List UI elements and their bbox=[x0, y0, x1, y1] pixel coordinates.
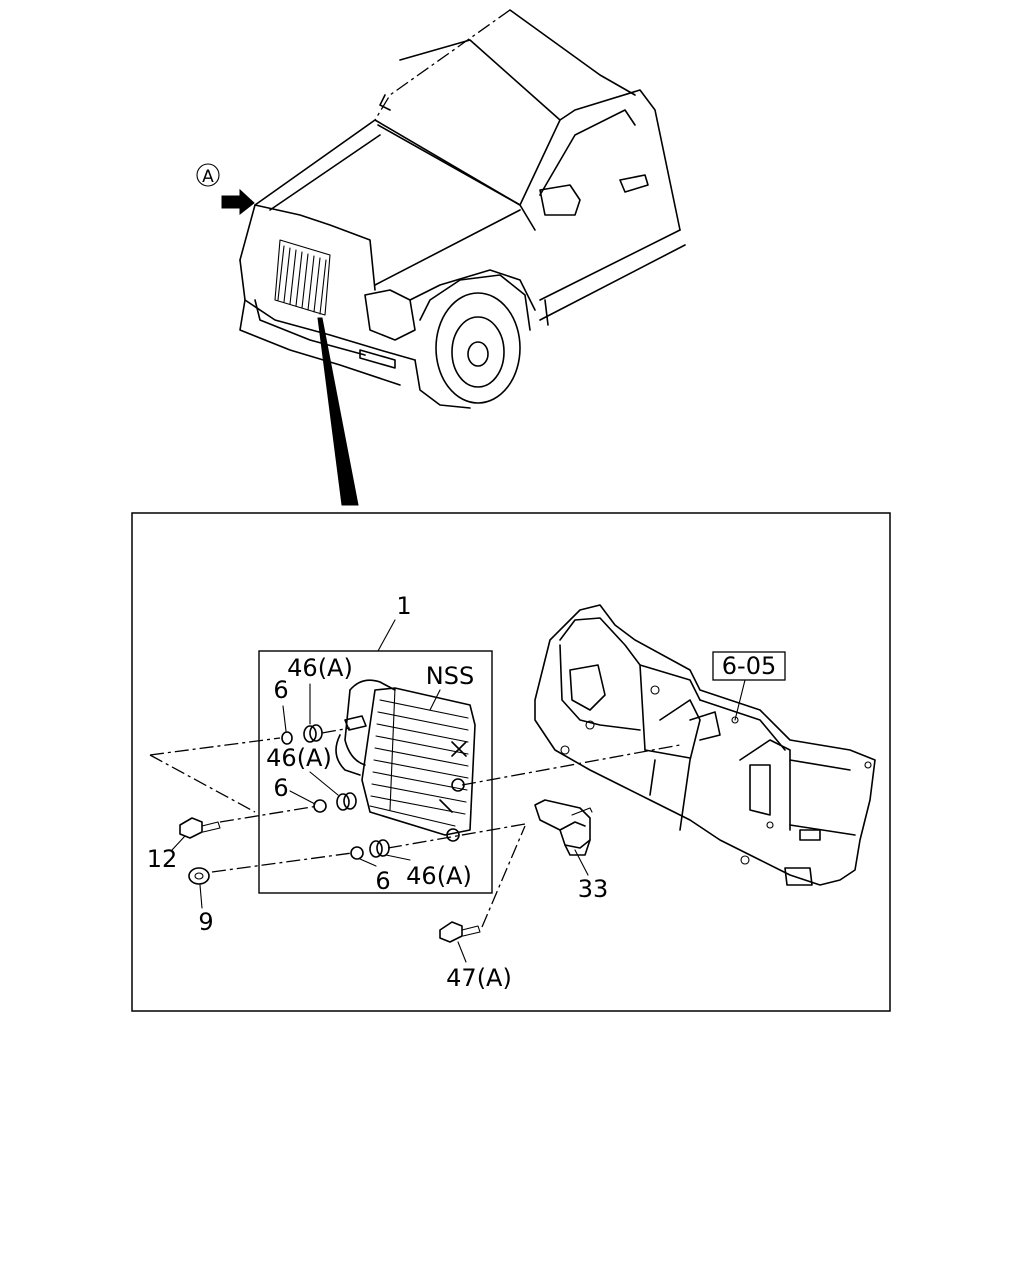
callout-47a: 47(A) bbox=[446, 964, 512, 992]
leader-6-top bbox=[282, 705, 287, 732]
leader-47a bbox=[457, 941, 467, 963]
callout-46a-top: 46(A) bbox=[287, 654, 353, 682]
leader-6-mid bbox=[289, 790, 316, 805]
callout-46a-bottom: 46(A) bbox=[406, 862, 472, 890]
callout-nss: NSS bbox=[426, 662, 474, 690]
part-1-group-box bbox=[258, 650, 493, 894]
ref-6-05-label: 6-05 bbox=[722, 652, 776, 680]
view-a-arrow bbox=[221, 188, 255, 216]
callout-1: 1 bbox=[396, 592, 411, 620]
view-a-label: A bbox=[202, 167, 214, 187]
callout-6-top: 6 bbox=[273, 676, 288, 704]
assembly-lines bbox=[149, 727, 681, 928]
part-1-leader bbox=[377, 619, 396, 652]
leader-9 bbox=[199, 884, 203, 909]
callout-6-mid: 6 bbox=[273, 774, 288, 802]
leader-nss bbox=[429, 689, 441, 711]
leader-33 bbox=[574, 849, 589, 876]
view-a-marker: A bbox=[196, 163, 220, 187]
oil-cooler-overview bbox=[274, 239, 331, 316]
bracket-33 bbox=[534, 799, 593, 856]
callout-9: 9 bbox=[198, 908, 213, 936]
callouts: 1 46(A) NSS 6 46(A) 6 12 9 6 46(A) 33 47… bbox=[147, 592, 609, 992]
leader-46a-mid bbox=[309, 771, 339, 796]
callout-6-bottom: 6 bbox=[375, 867, 390, 895]
bolt-47a bbox=[439, 921, 481, 943]
fasteners-left bbox=[179, 724, 390, 885]
leader-12 bbox=[171, 835, 186, 851]
radiator-support bbox=[534, 604, 876, 886]
callout-33: 33 bbox=[578, 875, 609, 903]
callout-46a-mid: 46(A) bbox=[266, 744, 332, 772]
detail-leader bbox=[317, 317, 359, 506]
leader-6-bottom bbox=[359, 858, 377, 867]
oil-cooler bbox=[335, 679, 476, 842]
detail-frame bbox=[131, 512, 891, 1012]
ref-6-05-box: 6-05 bbox=[712, 651, 786, 721]
vehicle-overview: A bbox=[196, 9, 686, 506]
leader-46a-bottom bbox=[385, 854, 411, 861]
